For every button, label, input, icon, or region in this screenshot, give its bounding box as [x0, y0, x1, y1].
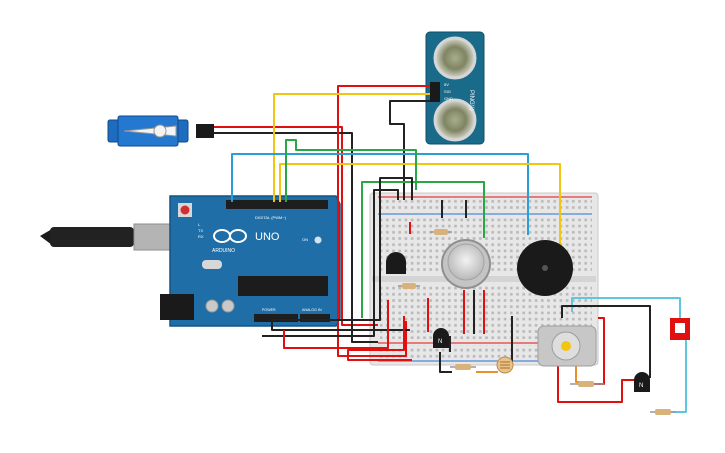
ultrasonic-transducer	[433, 36, 477, 80]
sensor-wire-green	[361, 181, 485, 318]
switch-wire	[662, 340, 687, 413]
digital-header-label: DIGITAL (PWM~)	[255, 215, 287, 220]
sensor-pin-label: GND	[444, 96, 453, 101]
signal-wire-yellow	[279, 163, 561, 258]
sensor-signal-wire	[273, 93, 430, 202]
resistor[interactable]	[650, 409, 676, 415]
arduino-model-label: UNO	[255, 231, 280, 243]
sensor-5v-wire	[337, 85, 430, 357]
resistor[interactable]	[450, 364, 476, 370]
sensor-pin-label: 5V	[444, 82, 449, 87]
power-wire	[347, 316, 412, 361]
transistor-label: N	[639, 383, 643, 389]
resistor[interactable]	[430, 229, 452, 235]
power-header-label: POWER	[262, 308, 276, 312]
wires	[214, 85, 687, 413]
usb-cable-plug-tip	[40, 229, 52, 245]
crystal	[202, 260, 222, 269]
piezo-buzzer[interactable]	[517, 240, 573, 296]
motor-power-wire	[557, 360, 636, 403]
servo-ground-wire	[214, 132, 378, 343]
l-label: L	[198, 222, 201, 227]
sensor-pin-label: SIG	[444, 89, 451, 94]
sensor-label: PING)))	[468, 90, 474, 111]
arduino-brand: ARDUINO	[212, 248, 235, 254]
analog-header	[300, 314, 330, 322]
power-header	[254, 314, 298, 322]
photoresistor[interactable]	[496, 356, 514, 374]
servo-connector	[196, 124, 214, 138]
servo-horn[interactable]	[123, 124, 177, 138]
capacitor	[205, 299, 219, 313]
power-jack	[160, 294, 194, 320]
signal-wire-green	[285, 139, 417, 202]
digital-header	[226, 200, 328, 209]
atmega-chip	[238, 276, 328, 296]
tx-label: TX	[198, 228, 203, 233]
reset-button[interactable]	[180, 205, 190, 215]
on-label: ON	[302, 237, 308, 242]
signal-wire-blue	[231, 153, 529, 235]
analog-header-label: ANALOG IN	[302, 308, 322, 312]
dc-motor[interactable]	[537, 325, 597, 367]
transistor-label: N	[438, 339, 442, 345]
ultrasonic-sensor[interactable]: PING))) 5V SIG GND	[425, 31, 485, 145]
temperature-sensor[interactable]	[386, 252, 406, 274]
ultrasonic-transducer	[433, 98, 477, 142]
slide-switch[interactable]	[670, 318, 690, 340]
ldr-wire	[439, 352, 452, 373]
ground-wire	[262, 189, 399, 337]
capacitor	[221, 299, 235, 313]
arduino-logo	[213, 229, 247, 243]
transistor-ground-wire	[561, 305, 651, 378]
npn-transistor[interactable]: N	[433, 328, 449, 348]
sensor-pins	[430, 82, 440, 102]
resistor[interactable]	[570, 381, 604, 387]
servo-power-wire	[214, 126, 378, 326]
usb-cable-plug	[50, 227, 134, 247]
arduino-uno-board[interactable]: ARDUINO UNO DIGITAL (PWM~) TX RX L ON PO…	[40, 195, 341, 327]
rx-label: RX	[198, 234, 204, 239]
resistor[interactable]	[398, 283, 420, 289]
on-led	[314, 236, 322, 244]
gas-sensor[interactable]	[441, 239, 491, 289]
servo-motor[interactable]	[107, 115, 214, 147]
ground-wire	[271, 177, 413, 331]
power-wire	[283, 300, 389, 349]
npn-transistor[interactable]: N	[634, 372, 650, 392]
